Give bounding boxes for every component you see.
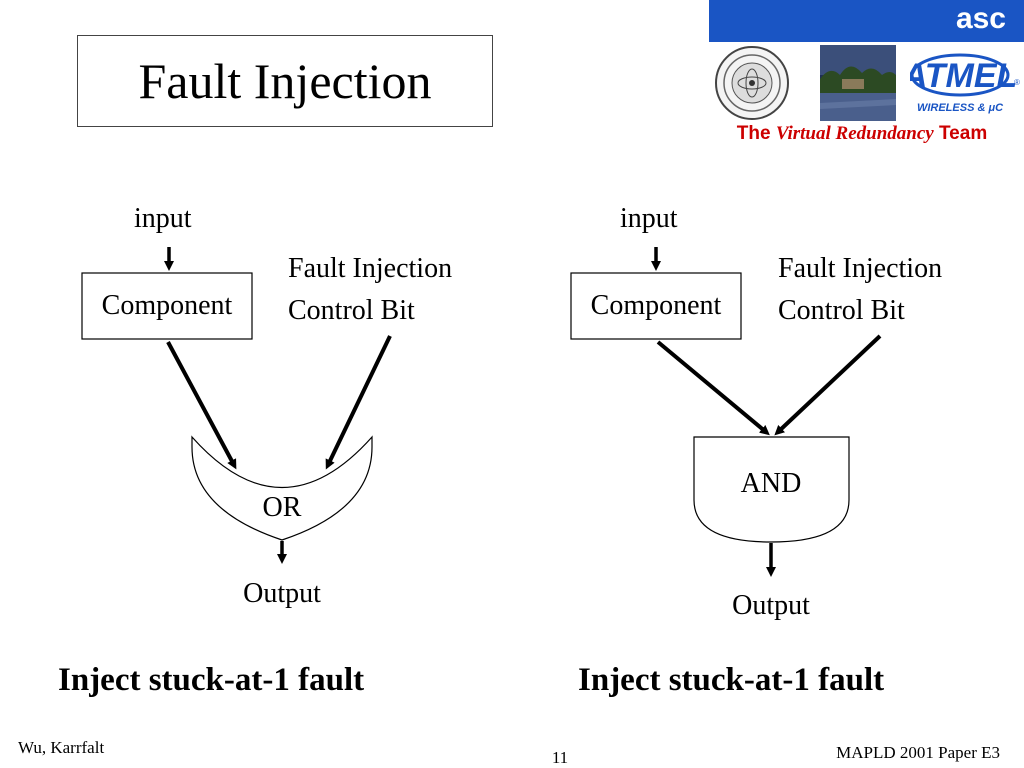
or-gate-label: OR (262, 492, 302, 523)
slide-title: Fault Injection (77, 35, 493, 127)
university-seal-icon (715, 46, 789, 120)
right-caption: Inject stuck-at-1 fault (578, 662, 885, 698)
team-prefix: The (736, 123, 771, 144)
team-name-italic: Virtual Redundancy (775, 123, 934, 144)
footer-page-number: 11 (551, 748, 569, 767)
right-output-label: Output (732, 590, 810, 621)
footer-authors: Wu, Karrfalt (18, 738, 105, 757)
left-component-label: Component (101, 290, 233, 321)
left-output-label: Output (243, 578, 321, 609)
left-component-to-gate-arrow (166, 341, 237, 470)
team-tagline: The Virtual Redundancy Team (700, 123, 1024, 145)
right-component-label: Component (590, 290, 722, 321)
asc-badge: asc (709, 0, 1024, 42)
left-caption: Inject stuck-at-1 fault (58, 662, 365, 698)
and-gate-label: AND (740, 468, 802, 499)
atmel-logo: ATMEL WIRELESS & μC ® (910, 53, 1020, 114)
footer-reference: MAPLD 2001 Paper E3 (836, 743, 1000, 762)
right-input-label: input (620, 203, 678, 234)
campus-photo (820, 45, 896, 121)
team-suffix: Team (938, 123, 988, 144)
or-gate-shape (191, 435, 373, 541)
right-component-to-gate-arrow (656, 340, 770, 436)
left-component-box (81, 272, 253, 340)
and-gate-shape (693, 436, 850, 543)
right-control-to-gate-arrow (774, 334, 882, 436)
right-component-box (570, 272, 742, 340)
right-control-label-line1: Fault Injection (778, 253, 943, 284)
left-control-label-line1: Fault Injection (288, 253, 453, 284)
left-control-to-gate-arrow (325, 335, 392, 470)
right-control-label-line2: Control Bit (778, 295, 905, 326)
left-control-label-line2: Control Bit (288, 295, 415, 326)
svg-text:ATMEL: ATMEL (910, 57, 1017, 95)
left-input-label: input (134, 203, 192, 234)
svg-text:WIRELESS & μC: WIRELESS & μC (917, 102, 1004, 114)
svg-text:®: ® (1014, 78, 1020, 87)
